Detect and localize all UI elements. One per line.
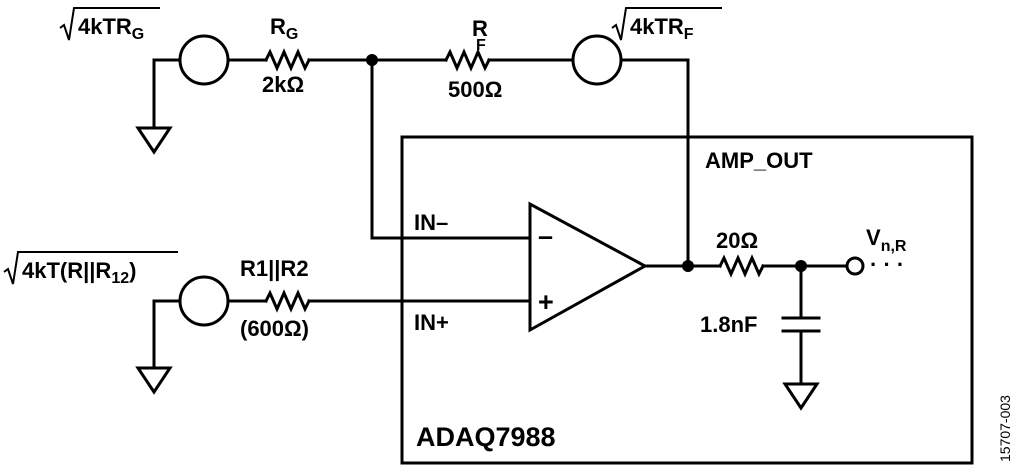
- ground-symbol: [782, 382, 820, 411]
- pin-in-plus: IN+: [414, 310, 449, 335]
- pin-amp-out: AMP_OUT: [705, 148, 813, 173]
- label-output-v: Vn,R: [866, 225, 907, 255]
- ground-symbol: [135, 126, 173, 155]
- label-rf-value: 500Ω: [448, 77, 502, 102]
- source-rf-branch: [443, 34, 690, 268]
- label-cap-value: 1.8nF: [700, 312, 757, 337]
- svg-text:4kT(R||R12): 4kT(R||R12): [22, 258, 136, 287]
- opamp-minus-sign: –: [538, 221, 553, 251]
- resistor-rpar: [263, 289, 312, 313]
- noise-source-rg: [178, 34, 230, 86]
- noise-source-rf: [571, 34, 623, 86]
- opamp-plus-sign: +: [538, 287, 554, 317]
- junction-dot: [682, 260, 694, 272]
- opamp-triangle: [528, 201, 649, 333]
- source-rg-branch: [135, 34, 448, 155]
- noise-source-rpar: [178, 275, 230, 327]
- figure-id: 15707-003: [997, 395, 1013, 462]
- capacitor-symbol: [781, 316, 821, 333]
- label-source-rpar: 4kT(R||R12): [3, 251, 178, 287]
- output-terminal: [845, 256, 865, 276]
- pin-in-minus: IN–: [414, 210, 448, 235]
- label-rpar-value: (600Ω): [240, 316, 309, 341]
- output-continuation-dots: · · ·: [870, 252, 904, 277]
- ground-symbol: [135, 366, 173, 395]
- capacitor-branch: [781, 264, 821, 411]
- svg-text:4kTRF: 4kTRF: [630, 14, 694, 43]
- svg-text:4kTRG: 4kTRG: [78, 14, 144, 43]
- resistor-out: [717, 254, 766, 278]
- resistor-rg: [263, 48, 312, 72]
- label-rout-value: 20Ω: [716, 228, 758, 253]
- label-rg-value: 2kΩ: [262, 72, 304, 97]
- chip-name: ADAQ7988: [416, 422, 556, 452]
- label-rpar-name: R1||R2: [240, 256, 309, 281]
- wire-in-minus: [370, 58, 532, 240]
- source-rpar-branch: [135, 275, 532, 395]
- resistor-rf: [443, 48, 492, 72]
- label-rg-name: RG: [270, 14, 298, 43]
- label-source-rf: 4kTRF: [611, 7, 722, 43]
- label-source-rg: 4kTRG: [59, 7, 160, 43]
